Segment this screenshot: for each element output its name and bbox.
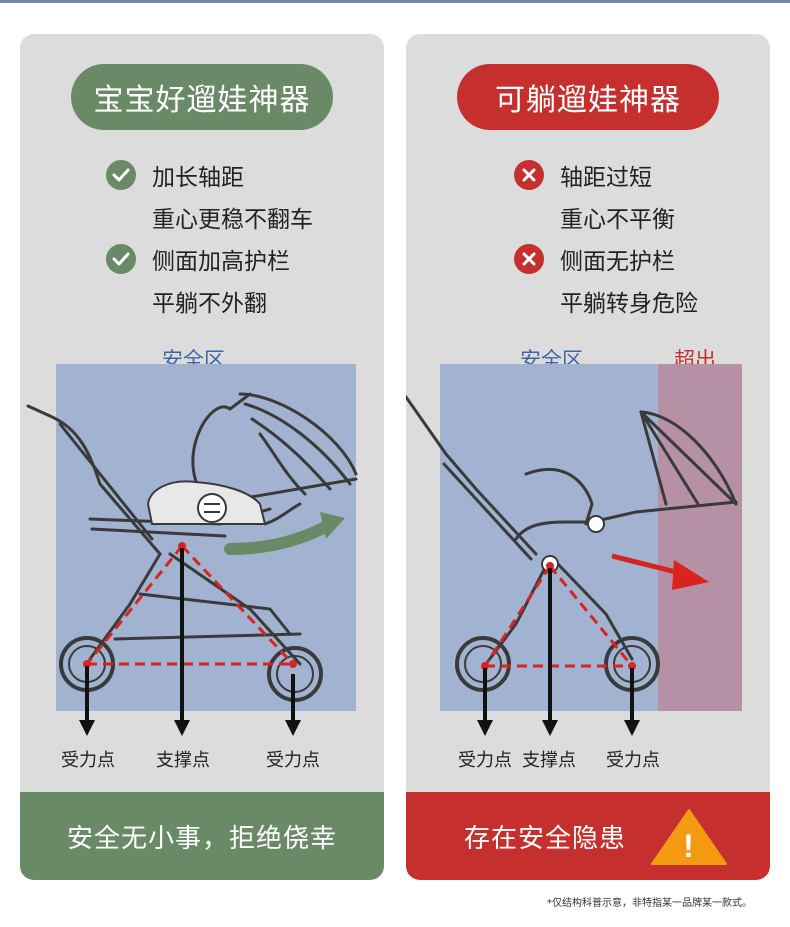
arrow-head-icon [624,720,640,736]
feature-text: 侧面无护栏 [560,249,675,275]
feature-text: 侧面加高护栏 [152,249,290,275]
over-zone [658,364,742,711]
force-point-label: 受力点 [61,750,115,771]
forward-arrow [224,518,336,555]
stroller-frame [406,395,738,666]
risky-stroller-title: 可躺遛娃神器 [457,64,719,130]
bassinet-badge [197,493,227,523]
check-icon [106,160,136,190]
force-point-label: 受力点 [458,750,512,771]
feature-text: 重心不平衡 [560,207,675,233]
stable-stroller-diagram [26,364,358,736]
risky-feature-list: 轴距过短 重心不平衡 侧面无护栏 平躺转身危险 [514,154,698,322]
pivot-joint [541,515,605,573]
warning-icon: ! [651,809,727,865]
feature-item: 平躺不外翻 [106,280,313,322]
risky-stroller-panel: 可躺遛娃神器 轴距过短 重心不平衡 侧面无护栏 平躺转身危险 安全区 超出 [406,34,770,880]
feature-text: 平躺转身危险 [560,291,698,317]
feature-text: 重心更稳不翻车 [152,207,313,233]
arrow-head-icon [285,720,301,736]
arrow-head-icon [477,720,493,736]
feature-text: 平躺不外翻 [152,291,267,317]
force-arrows [483,568,634,724]
feature-text: 轴距过短 [560,165,652,191]
footnote: *仅结构科普示意，非特指某一品牌某一款式。 [547,898,752,909]
cross-icon [514,160,544,190]
tipping-arrow [611,553,685,577]
feature-item: 重心更稳不翻车 [106,196,313,238]
force-point-label: 受力点 [606,750,660,771]
check-icon [106,244,136,274]
feature-item: 轴距过短 [514,154,698,196]
warning-symbol: ! [683,828,695,864]
stability-triangle [85,544,295,666]
unstable-stroller-diagram [406,364,742,736]
arrow-head-icon [79,720,95,736]
support-point-label: 支撑点 [156,750,210,771]
feature-item: 平躺转身危险 [514,280,698,322]
feature-item: 侧面加高护栏 [106,238,313,280]
forward-arrow-head [320,512,345,539]
force-point-label: 受力点 [266,750,320,771]
good-stroller-title: 宝宝好遛娃神器 [71,64,333,130]
feature-item: 重心不平衡 [514,196,698,238]
support-point-label: 支撑点 [522,750,576,771]
arrow-head-icon [174,720,190,736]
force-point [289,660,297,668]
risk-conclusion-text: 存在安全隐患 [463,823,626,854]
good-feature-list: 加长轴距 重心更稳不翻车 侧面加高护栏 平躺不外翻 [106,154,313,322]
tipping-arrow-head [672,560,709,590]
good-conclusion-banner: 安全无小事，拒绝侥幸 [20,792,384,880]
risk-conclusion-banner: 存在安全隐患 ! [406,792,770,880]
feature-text: 加长轴距 [152,165,244,191]
cross-icon [514,244,544,274]
good-stroller-panel: 宝宝好遛娃神器 加长轴距 重心更稳不翻车 侧面加高护栏 平躺不外翻 安全区 [20,34,384,880]
feature-item: 加长轴距 [106,154,313,196]
feature-item: 侧面无护栏 [514,238,698,280]
force-arrows [85,548,295,724]
top-divider [0,0,790,3]
stability-triangle [483,565,634,668]
good-conclusion-text: 安全无小事，拒绝侥幸 [66,823,337,854]
arrow-head-icon [542,720,558,736]
